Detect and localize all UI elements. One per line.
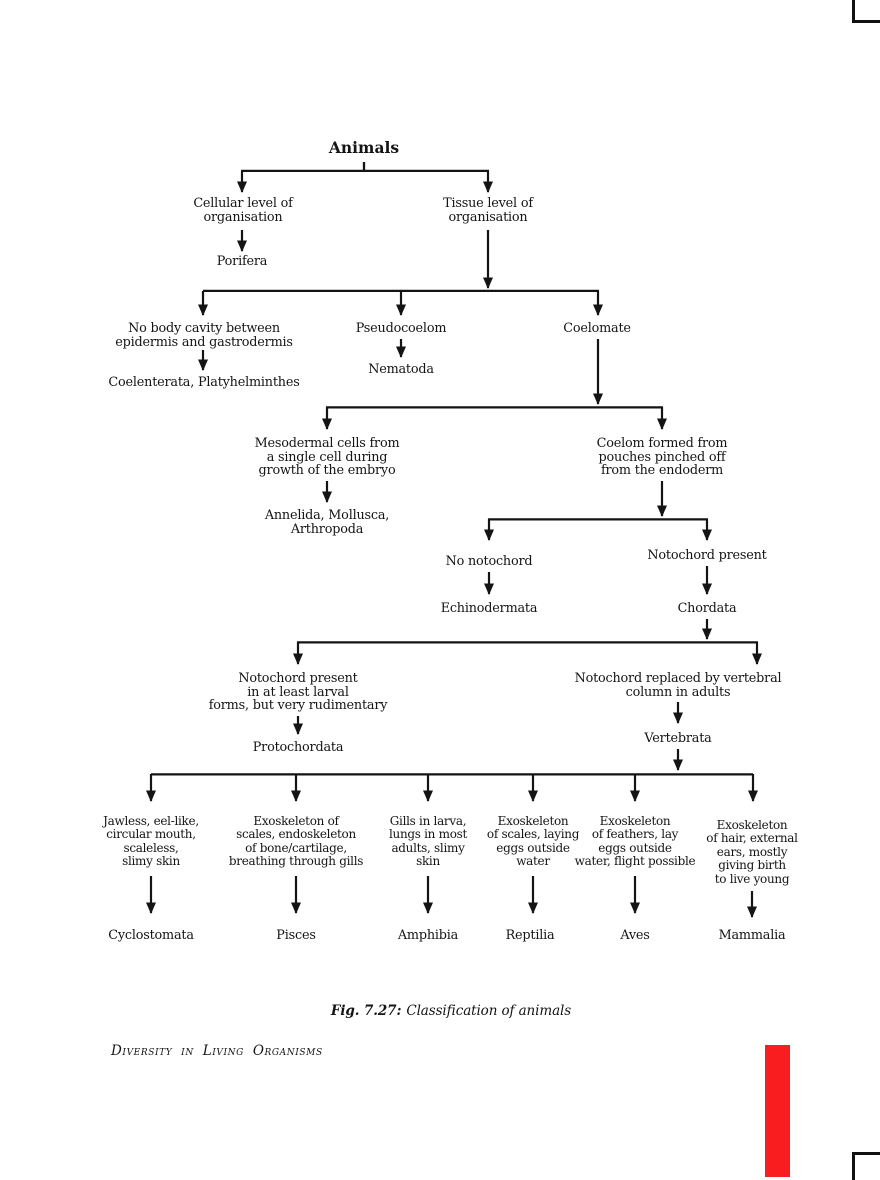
node-nematoda: Nematoda — [368, 362, 434, 377]
node-aves: Aves — [620, 928, 650, 943]
node-annelida-mollusca-arthropoda: Annelida, Mollusca, Arthropoda — [264, 508, 390, 537]
node-notochord-present: Notochord present — [647, 548, 767, 563]
node-mesodermal-cells: Mesodermal cells from a single cell duri… — [254, 436, 400, 478]
node-reptilia: Reptilia — [505, 928, 555, 943]
node-no-body-cavity: No body cavity between epidermis and gas… — [115, 321, 293, 350]
node-tissue-level: Tissue level of organisation — [443, 196, 533, 225]
node-protochordata: Protochordata — [252, 740, 344, 755]
desc-mammalia: Exoskeleton of hair, external ears, most… — [706, 818, 798, 886]
branch-bars — [151, 162, 758, 776]
node-coelomate: Coelomate — [563, 321, 631, 336]
node-coelom-formed: Coelom formed from pouches pinched off f… — [596, 436, 728, 478]
desc-cyclostomata: Jawless, eel-like, circular mouth, scale… — [103, 814, 199, 869]
desc-pisces: Exoskeleton of scales, endoskeleton of b… — [228, 814, 364, 869]
node-notochord-larval: Notochord present in at least larval for… — [208, 671, 388, 713]
node-vertebrata: Vertebrata — [644, 731, 712, 746]
node-cyclostomata: Cyclostomata — [108, 928, 194, 943]
node-echinodermata: Echinodermata — [440, 601, 538, 616]
bottom-right-crop-mark — [852, 1152, 880, 1180]
desc-aves: Exoskeleton of feathers, lay eggs outsid… — [574, 814, 696, 869]
figure-caption-title: Classification of animals — [406, 1003, 572, 1019]
node-pseudocoelom: Pseudocoelom — [355, 321, 447, 336]
top-right-crop-mark — [852, 0, 880, 23]
node-no-notochord: No notochord — [445, 554, 533, 569]
node-porifera: Porifera — [216, 254, 268, 269]
running-footer: Diversity in Living Organisms — [111, 1043, 323, 1059]
node-cellular-level: Cellular level of organisation — [193, 196, 293, 225]
node-notochord-replaced: Notochord replaced by vertebral column i… — [574, 671, 782, 700]
desc-amphibia: Gills in larva, lungs in most adults, sl… — [388, 814, 468, 869]
flow-arrows — [146, 171, 762, 918]
desc-reptilia: Exoskeleton of scales, laying eggs outsi… — [486, 814, 580, 869]
figure-caption: Fig. 7.27:Classification of animals — [331, 1003, 571, 1019]
node-mammalia: Mammalia — [718, 928, 786, 943]
figure-caption-number: Fig. 7.27: — [330, 1003, 402, 1019]
node-coelenterata-platyhelminthes: Coelenterata, Platyhelminthes — [108, 375, 300, 390]
node-amphibia: Amphibia — [397, 928, 459, 943]
node-animals: Animals — [328, 138, 400, 157]
node-chordata: Chordata — [677, 601, 737, 616]
node-pisces: Pisces — [276, 928, 316, 943]
red-margin-bar — [765, 1045, 790, 1177]
